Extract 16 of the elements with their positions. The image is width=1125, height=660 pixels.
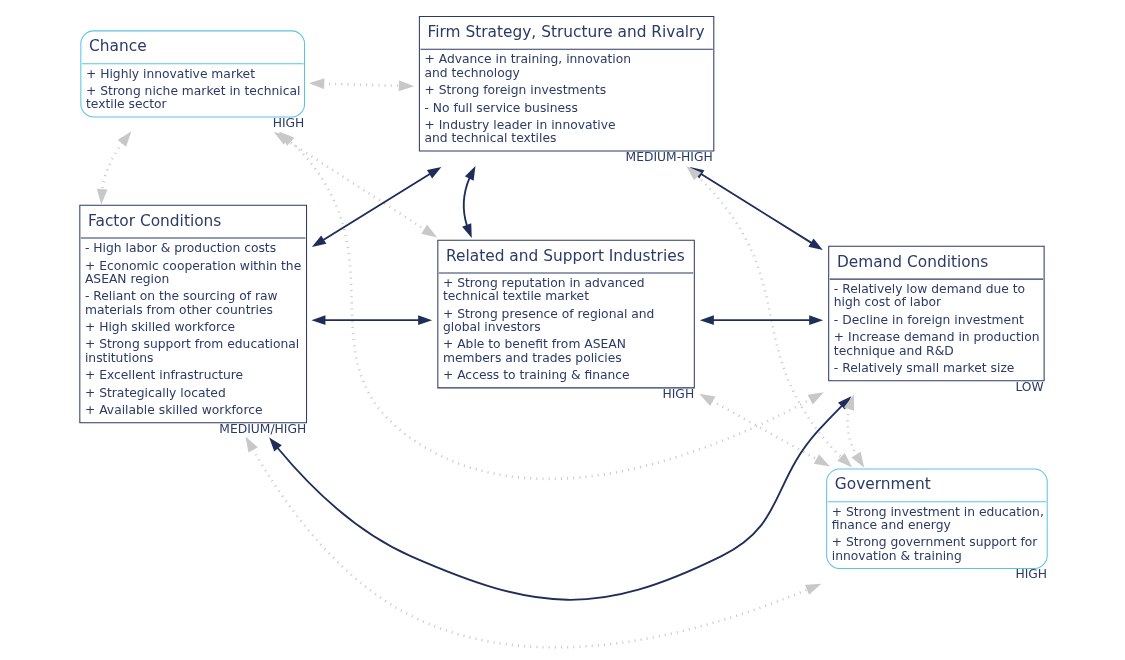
arrow: [96, 131, 131, 205]
arrow: [698, 393, 830, 467]
node-label: LOW: [1014, 379, 1044, 394]
node-label: HIGH: [662, 386, 694, 401]
arrow: [461, 166, 475, 238]
arrow: [311, 166, 441, 248]
arrow: [245, 436, 821, 649]
node-label: HIGH: [1014, 567, 1047, 582]
arrow: [310, 315, 432, 326]
arrow: [843, 394, 864, 468]
arrow: [308, 78, 414, 92]
node-label: MEDIUM/HIGH: [218, 421, 306, 436]
arrow: [699, 315, 823, 326]
node-label: HIGH: [272, 115, 304, 130]
arrow: [268, 396, 851, 601]
node-label: MEDIUM-HIGH: [625, 149, 713, 164]
